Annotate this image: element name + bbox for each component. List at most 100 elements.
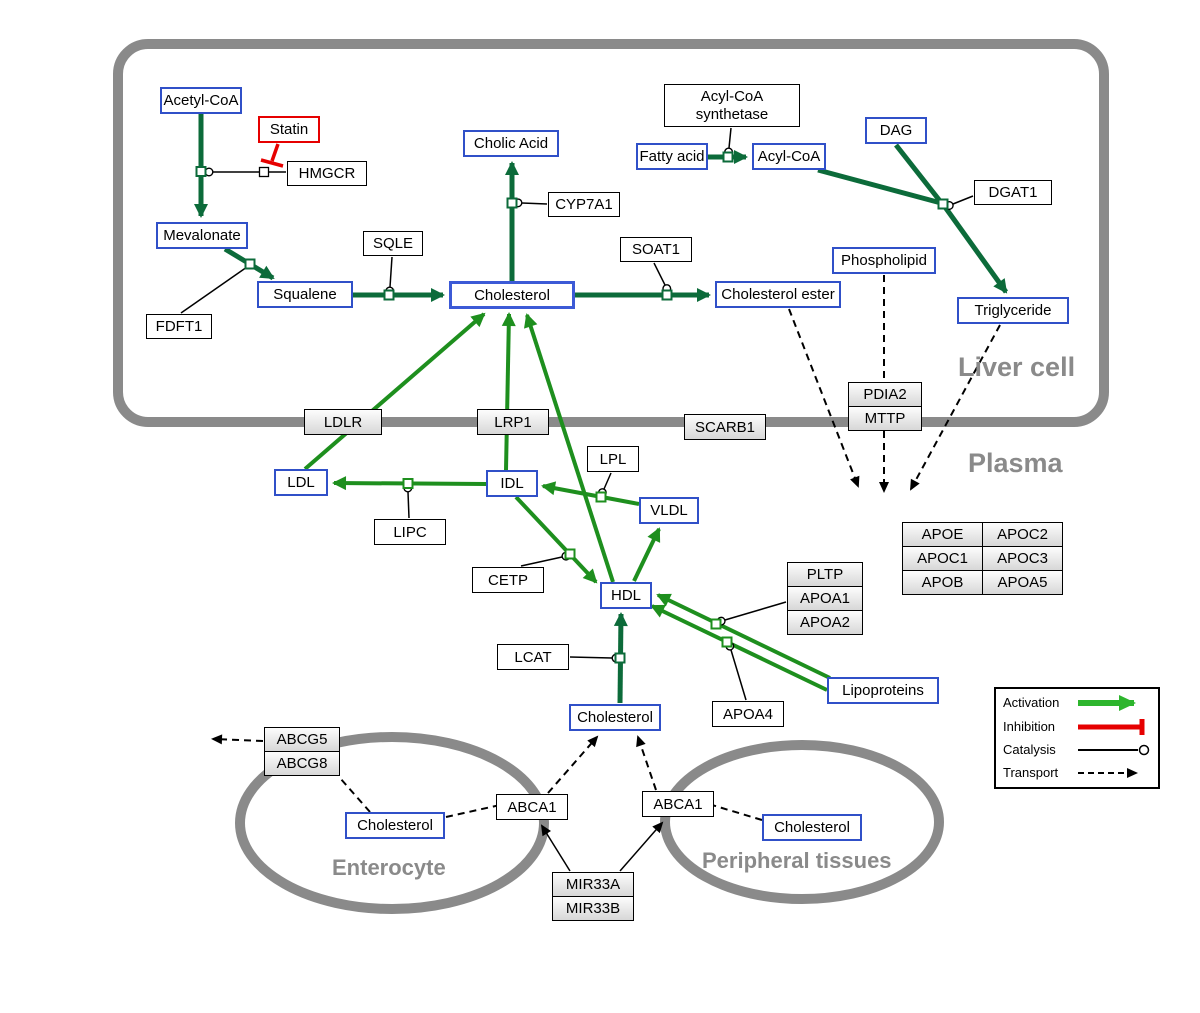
node-acetyl-coa[interactable]: Acetyl-CoA (160, 87, 242, 114)
node-ldl[interactable]: LDL (274, 469, 328, 496)
node-fdft1[interactable]: FDFT1 (146, 314, 212, 339)
catalysis-sqle (385, 256, 395, 296)
edge-hdl-cholesterol (524, 313, 615, 583)
acyl-coa-synthetase-line1: Acyl-CoA (700, 88, 764, 106)
catalysis-lpl (597, 472, 612, 498)
peripheral-tissues-membrane (660, 740, 944, 904)
node-mir33b[interactable]: MIR33B (552, 896, 634, 921)
apo-table-cell[interactable]: APOE (902, 522, 983, 547)
apo-table-cell[interactable]: APOB (902, 570, 983, 595)
node-acyl-coa-2[interactable]: Acyl-CoA (752, 143, 826, 170)
node-lcat[interactable]: LCAT (497, 644, 569, 670)
node-lipoproteins[interactable]: Lipoproteins (827, 677, 939, 704)
plasma-label: Plasma (968, 448, 1063, 478)
catalysis-soat1 (653, 262, 672, 294)
node-hdl[interactable]: HDL (600, 582, 652, 609)
node-cholesterol-ester[interactable]: Cholesterol ester (715, 281, 841, 308)
legend-catalysis-circle (1138, 744, 1150, 756)
node-soat1[interactable]: SOAT1 (620, 237, 692, 262)
edge-idl-hdl (514, 495, 598, 584)
edge-junction-triglyceride (942, 205, 1009, 294)
node-abca1-right[interactable]: ABCA1 (642, 791, 714, 817)
node-apoa1[interactable]: APOA1 (787, 586, 863, 611)
inhibition-statin-bar (260, 158, 284, 168)
edge-dag-junction (894, 143, 942, 203)
apo-table-cell[interactable]: APOC1 (902, 546, 983, 571)
edges-transport (211, 275, 1001, 821)
transport-abca1-right-cholesterol (636, 735, 657, 791)
statin-target-square (258, 166, 270, 178)
catalysis-fdft1 (180, 260, 255, 314)
node-lrp1[interactable]: LRP1 (477, 409, 549, 435)
node-idl[interactable]: IDL (486, 470, 538, 497)
catalysis-pltp-stack (716, 601, 787, 626)
node-scarb1[interactable]: SCARB1 (684, 414, 766, 440)
node-cholesterol-plasma[interactable]: Cholesterol (569, 704, 661, 731)
legend (994, 687, 1160, 789)
node-lpl[interactable]: LPL (587, 446, 639, 472)
legend-catalysis-label: Catalysis (1003, 742, 1056, 757)
node-cholesterol-peripheral[interactable]: Cholesterol (762, 814, 862, 841)
node-cholic-acid[interactable]: Cholic Acid (463, 130, 559, 157)
node-pltp[interactable]: PLTP (787, 562, 863, 587)
edges-lipoprotein (303, 312, 831, 692)
node-triglyceride[interactable]: Triglyceride (957, 297, 1069, 324)
catalysis-cyp7a1 (513, 198, 548, 208)
peripheral-tissues-label: Peripheral tissues (702, 848, 892, 873)
catalysis-lcat (569, 653, 621, 663)
node-mevalonate[interactable]: Mevalonate (156, 222, 248, 249)
edge-acylcoa-junction (817, 167, 942, 206)
node-acyl-coa-synthetase[interactable]: Acyl-CoA synthetase (664, 84, 800, 127)
apo-table-cell[interactable]: APOC2 (982, 522, 1063, 547)
node-cholesterol-enterocyte[interactable]: Cholesterol (345, 812, 445, 839)
edge-idl-cholesterol (501, 312, 516, 471)
node-apoa4[interactable]: APOA4 (712, 701, 784, 727)
node-abca1-left[interactable]: ABCA1 (496, 794, 568, 820)
membranes (113, 39, 1109, 914)
node-fatty-acid[interactable]: Fatty acid (636, 143, 708, 170)
edge-vldl-idl (541, 481, 640, 506)
catalysis-cetp (520, 551, 571, 567)
enterocyte-membrane (235, 732, 549, 914)
enterocyte-label: Enterocyte (332, 855, 446, 880)
node-pdia2[interactable]: PDIA2 (848, 382, 922, 407)
inhibition-edge (260, 143, 284, 168)
transport-abcg-out (211, 734, 264, 745)
node-vldl[interactable]: VLDL (639, 497, 699, 524)
transport-cholesterol-abcg (339, 777, 371, 813)
node-abcg8[interactable]: ABCG8 (264, 751, 340, 776)
node-cyp7a1[interactable]: CYP7A1 (548, 192, 620, 217)
legend-transport-label: Transport (1003, 765, 1059, 780)
apo-table-cell[interactable]: APOA5 (982, 570, 1063, 595)
transport-cholesterolester-plasma (788, 308, 860, 488)
node-cetp[interactable]: CETP (472, 567, 544, 593)
liver-cell-label: Liver cell (958, 352, 1076, 382)
edge-lipoproteins-hdl-upper (656, 593, 831, 680)
node-hmgcr[interactable]: HMGCR (287, 161, 367, 186)
transport-cholesterol-abca1-left (445, 804, 501, 818)
apo-table-cell[interactable]: APOC3 (982, 546, 1063, 571)
legend-activation-label: Activation (1003, 695, 1060, 710)
edge-hdl-vldl (632, 527, 661, 582)
node-mttp[interactable]: MTTP (848, 406, 922, 431)
node-phospholipid[interactable]: Phospholipid (832, 247, 936, 274)
catalysis-lipc (403, 483, 413, 519)
node-dgat1[interactable]: DGAT1 (974, 180, 1052, 205)
catalysis-apoa4 (725, 641, 747, 701)
acyl-coa-synthetase-line2: synthetase (695, 105, 769, 123)
catalysis-acylcoa-synthetase (724, 127, 734, 157)
legend-symbols (1078, 695, 1150, 778)
node-mir33a[interactable]: MIR33A (552, 872, 634, 897)
node-statin[interactable]: Statin (258, 116, 320, 143)
transport-abca1-left-cholesterol (547, 735, 599, 794)
transport-cholesterol-abca1-right (711, 804, 763, 821)
node-ldlr[interactable]: LDLR (304, 409, 382, 435)
node-dag[interactable]: DAG (865, 117, 927, 144)
node-abcg5[interactable]: ABCG5 (264, 727, 340, 752)
node-lipc[interactable]: LIPC (374, 519, 446, 545)
node-sqle[interactable]: SQLE (363, 231, 423, 256)
node-squalene[interactable]: Squalene (257, 281, 353, 308)
node-apoa2[interactable]: APOA2 (787, 610, 863, 635)
node-cholesterol-liver[interactable]: Cholesterol (449, 281, 575, 309)
